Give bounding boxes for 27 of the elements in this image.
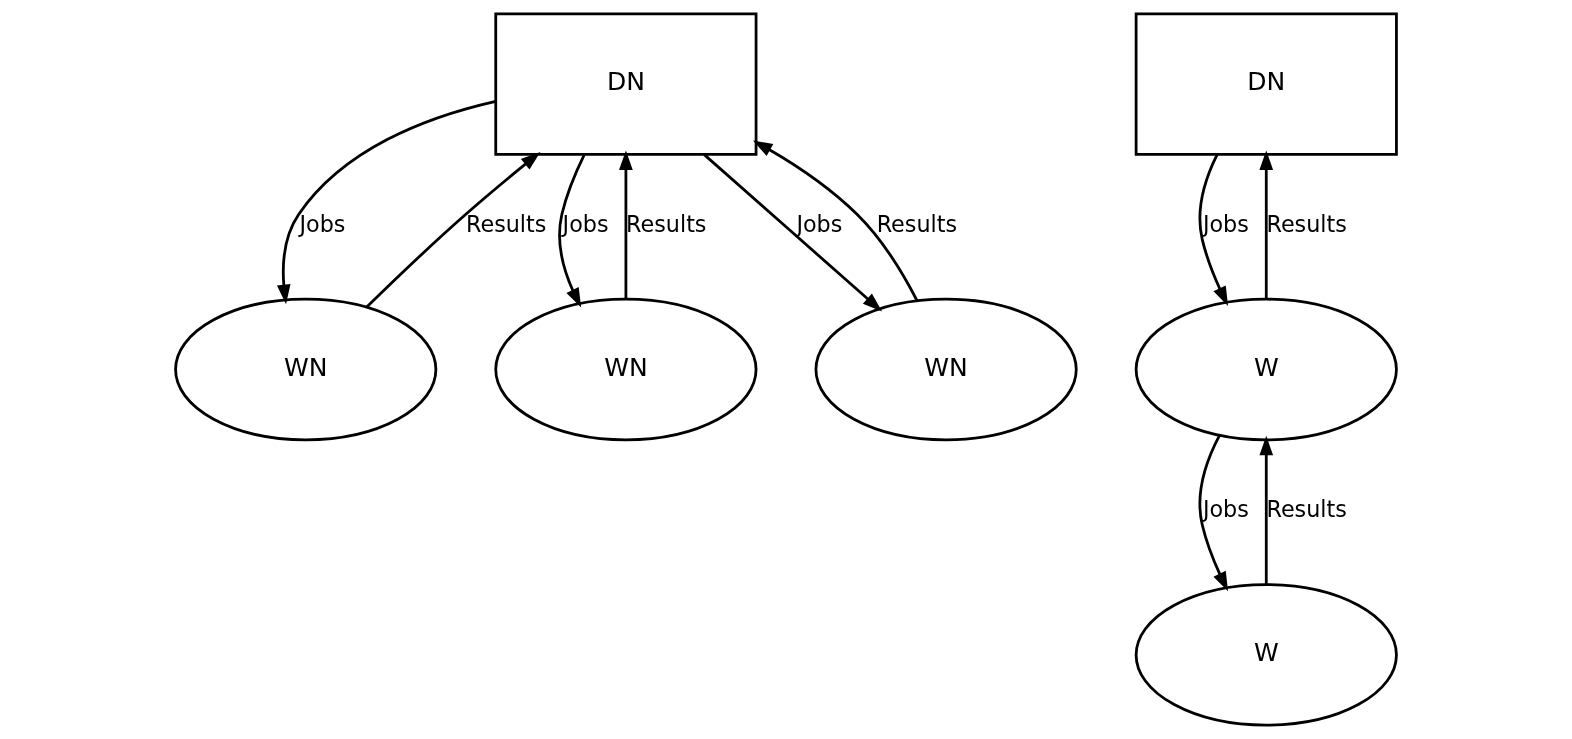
edge-label: Jobs (299, 211, 346, 238)
edge-label: Jobs (1202, 496, 1249, 523)
edge-label: Results (1266, 496, 1347, 523)
arrow (752, 140, 919, 302)
node-ellipse: W (1134, 583, 1398, 727)
arrow (1198, 434, 1229, 592)
edge-label: Results (1266, 211, 1347, 238)
node-ellipse: WN (814, 297, 1078, 442)
edge-label: Jobs (562, 211, 609, 238)
arrow (1198, 154, 1229, 306)
edge-label: Jobs (1202, 211, 1249, 238)
edge-label: Jobs (796, 211, 843, 238)
arrow (703, 153, 883, 312)
node-ellipse: WN (494, 297, 758, 442)
arrow (1259, 150, 1274, 299)
arrow (276, 100, 497, 305)
edge-label: Results (876, 211, 958, 238)
arrow (558, 154, 586, 308)
arrow (1259, 435, 1274, 585)
arrow (365, 152, 541, 309)
edge-label: Results (626, 211, 707, 238)
edge-label: Results (465, 211, 547, 238)
node-ellipse: WN (174, 297, 438, 442)
arrow (619, 150, 633, 299)
node-box: DN (494, 12, 758, 156)
node-box: DN (1134, 12, 1398, 156)
node-ellipse: W (1134, 297, 1398, 442)
